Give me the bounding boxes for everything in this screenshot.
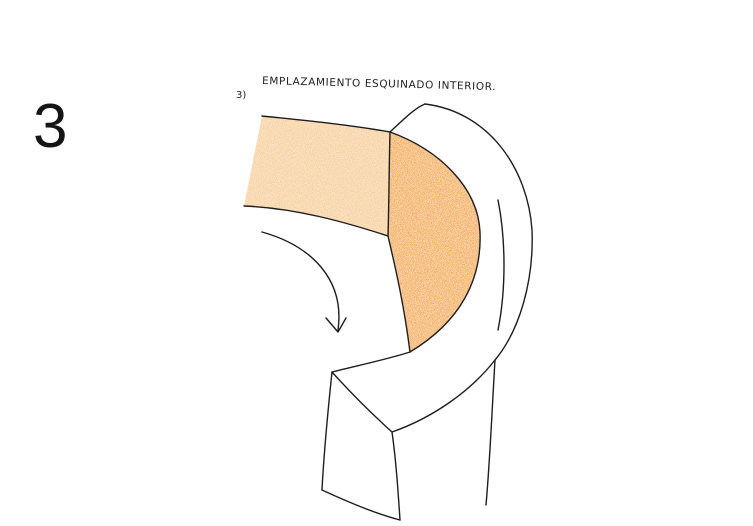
orange-corner-panel <box>388 132 480 352</box>
light-orange-panel <box>244 116 390 236</box>
arrow-curve <box>262 232 339 330</box>
rotation-arrow <box>262 232 346 332</box>
sketch-caption: EMPLAZAMIENTO ESQUINADO INTERIOR. <box>262 75 496 93</box>
arrow-head <box>326 318 346 332</box>
sketch-step-label: 3) <box>236 90 246 101</box>
